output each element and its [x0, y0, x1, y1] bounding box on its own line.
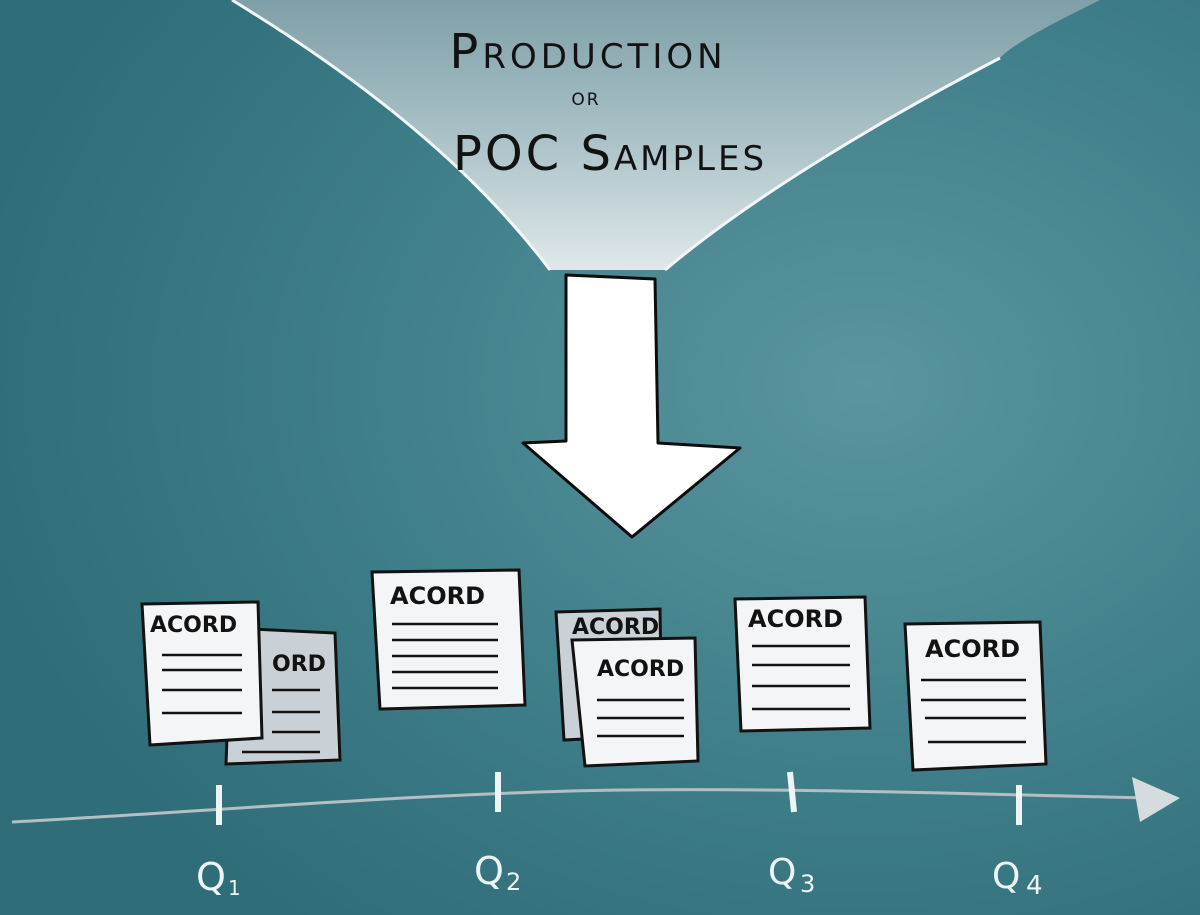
document-title: ACORD [748, 605, 843, 633]
document-q4: ACORD [903, 620, 1048, 772]
label-q4-sub: 4 [1026, 871, 1043, 901]
tick-q3 [787, 771, 797, 813]
documents-group: ORD ACORD ACORD [140, 568, 1048, 772]
down-arrow-icon [521, 273, 742, 539]
document-title: ACORD [597, 657, 684, 682]
funnel-title-poc-samples: POC Samples [453, 126, 767, 182]
timeline: Q 1 Q 2 Q 3 Q 4 [11, 771, 1180, 901]
label-q1: Q 1 [196, 855, 241, 900]
label-q3-letter: Q [768, 852, 796, 893]
document-lines [242, 688, 320, 754]
document-lines [392, 622, 498, 690]
document-q2: ACORD [370, 568, 527, 711]
document-q1: ACORD [140, 600, 264, 747]
label-q3: Q 3 [768, 852, 815, 898]
document-title: ACORD [925, 635, 1020, 663]
document-page [570, 636, 700, 768]
document-title: ORD [272, 652, 326, 677]
document-title: ACORD [150, 613, 237, 638]
document-q3: ACORD [733, 595, 872, 733]
label-q2-letter: Q [474, 849, 504, 893]
funnel-title-or: or [571, 83, 600, 111]
funnel-title-production: Production [449, 24, 726, 80]
document-lines [752, 644, 850, 711]
funnel-shape [232, 0, 1100, 270]
document-lines [597, 698, 684, 738]
document-lines [162, 653, 242, 715]
document-lines [921, 678, 1026, 744]
document-title: ACORD [572, 615, 659, 640]
funnel-edge-left [231, 0, 552, 271]
label-q4: Q 4 [992, 856, 1043, 901]
label-q4-letter: Q [992, 856, 1020, 897]
document-page [140, 600, 264, 747]
label-q2: Q 2 [474, 849, 521, 896]
label-q3-sub: 3 [800, 870, 815, 898]
timeline-arrowhead-icon [1132, 777, 1180, 822]
document-q3-front: ACORD [570, 636, 700, 768]
label-q1-letter: Q [196, 855, 226, 899]
funnel-edge-right [664, 56, 1001, 272]
document-title: ACORD [390, 582, 485, 610]
label-q1-sub: 1 [228, 876, 241, 900]
document-page [903, 620, 1048, 772]
label-q2-sub: 2 [506, 868, 521, 896]
timeline-line [11, 788, 1151, 824]
funnel: Production or POC Samples [231, 0, 1100, 272]
